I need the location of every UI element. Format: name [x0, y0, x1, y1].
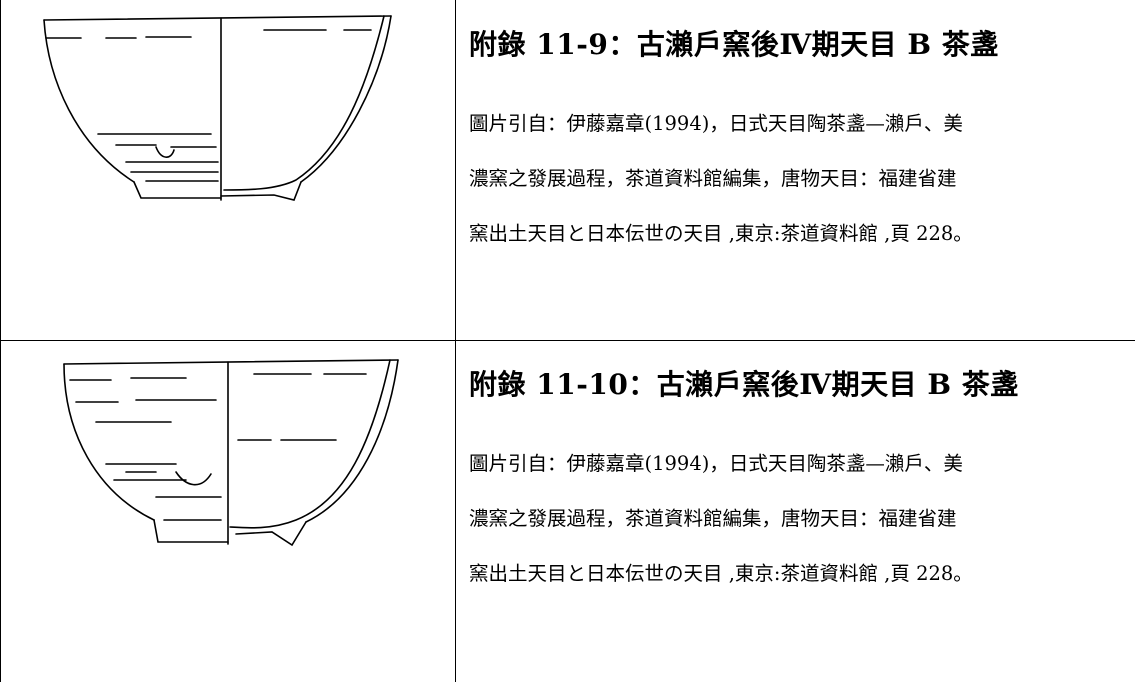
caption-line: 窯出土天目と日本伝世の天目 ,東京:茶道資料館 ,頁 228。: [469, 222, 973, 245]
caption-line: 濃窯之發展過程，茶道資料館編集，唐物天目：福建省建: [469, 167, 957, 190]
table-left-border: [0, 0, 1, 682]
caption-line: 圖片引自：伊藤嘉章(1994)，日式天目陶茶盞—瀨戶、美: [469, 112, 963, 135]
bowl-drawing-2: [6, 352, 452, 552]
tea-bowl-drawing-icon: [43, 15, 392, 201]
caption-line: 圖片引自：伊藤嘉章(1994)，日式天目陶茶盞—瀨戶、美: [469, 452, 963, 475]
entry-2-text: 附錄 11-10：古瀨戶窯後Ⅳ期天目 B 茶盞 圖片引自：伊藤嘉章(1994)，…: [469, 365, 1129, 601]
caption-line: 窯出土天目と日本伝世の天目 ,東京:茶道資料館 ,頁 228。: [469, 562, 973, 585]
table-column-divider: [455, 0, 456, 682]
entry-caption: 圖片引自：伊藤嘉章(1994)，日式天目陶茶盞—瀨戶、美 濃窯之發展過程，茶道資…: [469, 436, 1129, 601]
bowl-drawing-1: [6, 10, 452, 210]
entry-title: 附錄 11-10：古瀨戶窯後Ⅳ期天目 B 茶盞: [469, 368, 1019, 401]
entry-1-text: 附錄 11-9：古瀨戶窯後Ⅳ期天目 B 茶盞 圖片引自：伊藤嘉章(1994)，日…: [469, 25, 1129, 261]
entry-caption: 圖片引自：伊藤嘉章(1994)，日式天目陶茶盞—瀨戶、美 濃窯之發展過程，茶道資…: [469, 96, 1129, 261]
tea-bowl-drawing-icon: [63, 359, 399, 547]
entry-title: 附錄 11-9：古瀨戶窯後Ⅳ期天目 B 茶盞: [469, 28, 999, 61]
table-row-divider: [0, 340, 1135, 341]
caption-line: 濃窯之發展過程，茶道資料館編集，唐物天目：福建省建: [469, 507, 957, 530]
